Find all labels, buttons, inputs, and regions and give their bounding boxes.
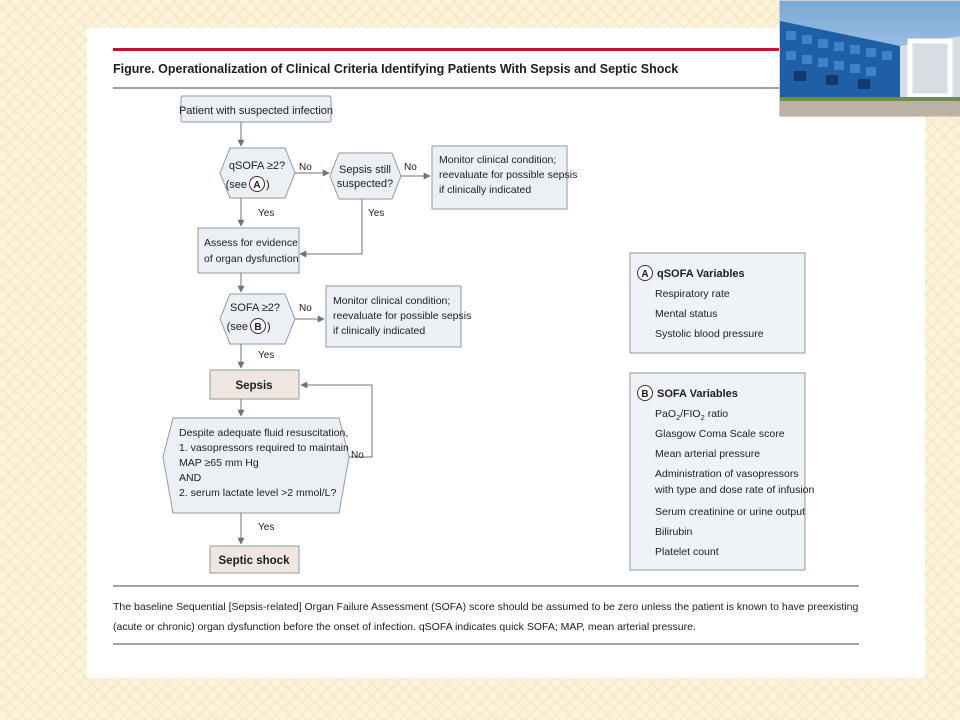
caption-line-2: (acute or chronic) organ dysfunction bef… xyxy=(113,621,696,633)
sofa-variables-panel: B SOFA Variables PaO2/FIO2 ratio Glasgow… xyxy=(629,372,815,571)
caption-line-1: The baseline Sequential [Sepsis-related]… xyxy=(113,601,858,613)
title-rule xyxy=(113,48,813,51)
svg-text:(see: (see xyxy=(226,179,247,191)
svg-text:B: B xyxy=(254,322,261,333)
svg-text:(see: (see xyxy=(227,321,248,333)
svg-text:SOFA Variables: SOFA Variables xyxy=(657,388,738,400)
svg-text:A: A xyxy=(641,269,648,280)
svg-text:Serum creatinine or urine outp: Serum creatinine or urine output xyxy=(655,506,805,518)
ref-b-badge xyxy=(250,318,266,334)
ref-a-badge xyxy=(637,265,653,281)
svg-text:2. serum lactate level >2 mmol: 2. serum lactate level >2 mmol/L? xyxy=(179,487,336,499)
yes-label: Yes xyxy=(258,350,274,361)
connector xyxy=(299,199,363,258)
svg-text:AND: AND xyxy=(179,472,202,484)
svg-text:Glasgow Coma Scale score: Glasgow Coma Scale score xyxy=(655,428,785,440)
svg-text:Respiratory rate: Respiratory rate xyxy=(655,288,730,300)
sofa-decision: SOFA ≥2? (see B ) xyxy=(219,293,296,345)
yes-label: Yes xyxy=(368,208,384,219)
qsofa-variables-panel: A qSOFA Variables Respiratory rate Menta… xyxy=(629,252,806,354)
qsofa-decision: qSOFA ≥2? (see A ) xyxy=(219,147,296,199)
yes-label: Yes xyxy=(258,208,274,219)
septic-shock-decision: Despite adequate fluid resuscitation, 1.… xyxy=(162,417,350,514)
pao2-fio2-label: PaO2/FIO2 ratio xyxy=(655,408,728,422)
svg-text:Assess for evidence: Assess for evidence xyxy=(204,237,298,249)
svg-text:Septic shock: Septic shock xyxy=(219,555,291,567)
sepsis-box: Sepsis xyxy=(209,369,300,400)
hospital-building-photo xyxy=(779,0,960,117)
svg-text:Sepsis: Sepsis xyxy=(235,380,272,392)
svg-text:1. vasopressors required to ma: 1. vasopressors required to maintain xyxy=(179,442,349,454)
svg-text:of organ dysfunction: of organ dysfunction xyxy=(204,253,299,265)
svg-text:A: A xyxy=(253,180,260,191)
svg-text:Administration of vasopressors: Administration of vasopressors xyxy=(655,468,799,480)
svg-text:Patient with suspected infecti: Patient with suspected infection xyxy=(179,105,333,117)
no-label: No xyxy=(299,162,312,173)
svg-text:Systolic blood pressure: Systolic blood pressure xyxy=(655,328,764,340)
svg-text:Platelet count: Platelet count xyxy=(655,546,719,558)
septic-shock-box: Septic shock xyxy=(209,545,300,574)
sepsis-suspected-decision: Sepsis still suspected? xyxy=(329,152,402,200)
svg-text:B: B xyxy=(641,389,648,400)
sepsis-flowchart: Figure. Operationalization of Clinical C… xyxy=(113,48,859,645)
svg-text:): ) xyxy=(267,321,271,333)
svg-text:MAP ≥65 mm Hg: MAP ≥65 mm Hg xyxy=(179,457,259,469)
svg-text:Despite adequate fluid resusci: Despite adequate fluid resuscitation, xyxy=(179,427,348,439)
start-node: Patient with suspected infection xyxy=(179,95,333,123)
svg-text:if clinically indicated: if clinically indicated xyxy=(333,325,425,337)
svg-text:with type and dose rate of inf: with type and dose rate of infusion xyxy=(654,484,815,496)
svg-text:Bilirubin: Bilirubin xyxy=(655,526,693,538)
svg-text:qSOFA ≥2?: qSOFA ≥2? xyxy=(229,160,285,172)
no-label: No xyxy=(351,450,364,461)
figure-title: Figure. Operationalization of Clinical C… xyxy=(113,62,678,76)
ref-a-badge xyxy=(249,176,265,192)
svg-text:qSOFA Variables: qSOFA Variables xyxy=(657,268,745,280)
connector xyxy=(300,381,373,458)
svg-text:Monitor clinical condition;: Monitor clinical condition; xyxy=(439,154,556,166)
svg-text:if clinically indicated: if clinically indicated xyxy=(439,184,531,196)
svg-text:Monitor clinical condition;: Monitor clinical condition; xyxy=(333,295,450,307)
svg-text:reevaluate for possible sepsis: reevaluate for possible sepsis xyxy=(333,310,471,322)
slide: Figure. Operationalization of Clinical C… xyxy=(87,28,925,678)
svg-text:Sepsis still: Sepsis still xyxy=(339,164,391,176)
svg-text:SOFA ≥2?: SOFA ≥2? xyxy=(230,302,280,314)
svg-text:suspected?: suspected? xyxy=(337,178,393,190)
svg-text:Mental status: Mental status xyxy=(655,308,717,320)
svg-text:Mean arterial pressure: Mean arterial pressure xyxy=(655,448,760,460)
monitor-box: Monitor clinical condition; reevaluate f… xyxy=(431,145,577,210)
ref-b-badge xyxy=(637,385,653,401)
svg-text:reevaluate for possible sepsis: reevaluate for possible sepsis xyxy=(439,169,577,181)
yes-label: Yes xyxy=(258,522,274,533)
building-image xyxy=(780,1,960,116)
svg-text:): ) xyxy=(266,179,270,191)
monitor-box-2: Monitor clinical condition; reevaluate f… xyxy=(325,285,471,348)
no-label: No xyxy=(404,162,417,173)
assess-organ-dysfunction-box: Assess for evidence of organ dysfunction xyxy=(197,227,300,274)
no-label: No xyxy=(299,303,312,314)
